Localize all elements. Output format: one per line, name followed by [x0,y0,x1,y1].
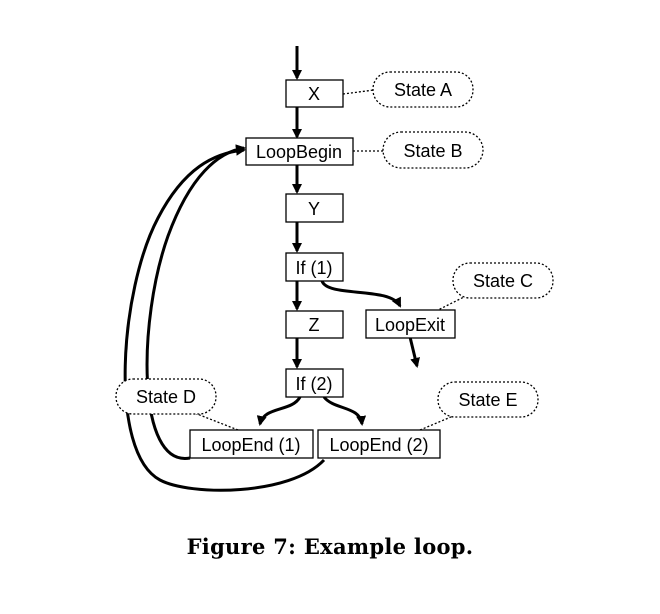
state-d-bubble: State D [115,378,217,415]
state-d-label: State D [136,387,196,407]
node-loop-exit: LoopExit [365,309,456,339]
node-loop-end-2-label: LoopEnd (2) [329,435,428,455]
connector-x-state-a [342,89,375,95]
state-a-label: State A [394,80,452,100]
edge-if1-loopexit [320,280,402,308]
edge-if2-loopend1 [256,396,302,426]
node-if1: If (1) [285,252,344,282]
node-if2: If (2) [285,368,344,398]
state-c-bubble: State C [452,262,554,299]
connector-loopexit-state-c [435,294,469,312]
edge-if2-loopend2 [322,395,367,426]
node-if1-label: If (1) [295,258,332,278]
node-loop-exit-label: LoopExit [375,315,445,335]
node-z: Z [285,310,344,339]
state-a-bubble: State A [372,71,474,108]
node-loop-end-1-label: LoopEnd (1) [201,435,300,455]
connector-loopend1-state-d [191,411,239,431]
node-y-label: Y [308,199,320,219]
node-x-label: X [308,84,320,104]
state-b-bubble: State B [382,131,484,169]
node-loop-begin: LoopBegin [245,137,354,166]
state-e-label: State E [458,390,517,410]
node-loop-end-2: LoopEnd (2) [317,429,441,459]
state-b-label: State B [403,141,462,161]
node-if2-label: If (2) [295,374,332,394]
node-loop-end-1: LoopEnd (1) [189,429,314,459]
connector-loopend2-state-e [419,413,459,431]
state-connectors [191,89,469,431]
edge-loopexit-out [408,336,420,368]
node-loop-begin-label: LoopBegin [256,142,342,162]
node-z-label: Z [309,315,320,335]
state-e-bubble: State E [437,381,539,418]
state-c-label: State C [473,271,533,291]
node-x: X [285,79,344,108]
edge-backedge-loopend1 [145,144,246,460]
control-flow-edges [123,46,420,492]
node-y: Y [285,193,344,223]
figure-caption: Figure 7: Example loop. [186,534,474,559]
